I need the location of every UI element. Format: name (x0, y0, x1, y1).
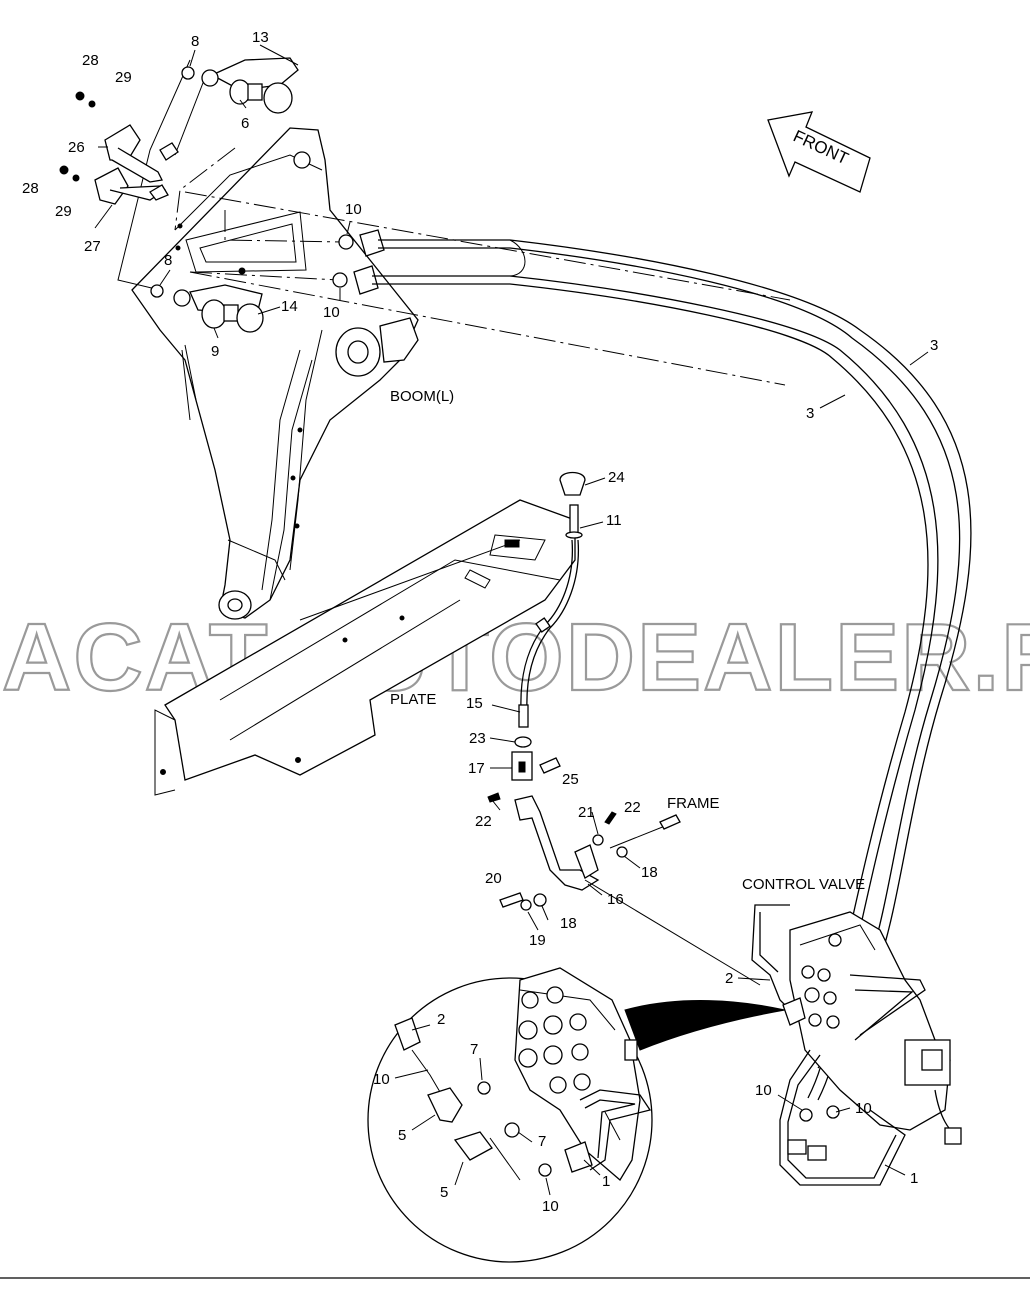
label-9: 9 (211, 343, 219, 360)
upper-fittings (59, 57, 791, 386)
label-16: 16 (607, 891, 624, 908)
label-1: 1 (602, 1173, 610, 1190)
label-10: 10 (855, 1100, 872, 1117)
label-13: 13 (252, 29, 269, 46)
plate (154, 499, 576, 796)
label-18: 18 (560, 915, 577, 932)
label-3: 3 (930, 337, 938, 354)
label-3: 3 (806, 405, 814, 422)
control-valve (751, 904, 962, 1186)
label-20: 20 (485, 870, 502, 887)
label-22: 22 (475, 813, 492, 830)
cable-assembly (487, 471, 586, 803)
leader-lines (94, 44, 929, 1196)
label-27: 27 (84, 238, 101, 255)
label-24: 24 (608, 469, 625, 486)
label-10: 10 (755, 1082, 772, 1099)
label-1: 1 (910, 1170, 918, 1187)
label-26: 26 (68, 139, 85, 156)
label-29: 29 (55, 203, 72, 220)
label-18: 18 (641, 864, 658, 881)
boom-label: BOOM(L) (390, 388, 454, 405)
label-28: 28 (22, 180, 39, 197)
label-28: 28 (82, 52, 99, 69)
label-25: 25 (562, 771, 579, 788)
label-10: 10 (373, 1071, 390, 1088)
label-5: 5 (440, 1184, 448, 1201)
label-6: 6 (241, 115, 249, 132)
label-29: 29 (115, 69, 132, 86)
boom-left (131, 127, 419, 620)
part-labels: 28 29 8 13 6 26 28 29 27 10 8 10 14 9 3 … (22, 29, 938, 1215)
label-8: 8 (164, 252, 172, 269)
watermark: ACAT.AUTODEALER.RU (2, 604, 1030, 711)
label-11: 11 (606, 512, 622, 529)
label-10: 10 (323, 304, 340, 321)
label-2: 2 (437, 1011, 445, 1028)
frame-bracket (499, 795, 761, 986)
label-7: 7 (470, 1041, 478, 1058)
label-22: 22 (624, 799, 641, 816)
label-10: 10 (345, 201, 362, 218)
frame-label: FRAME (667, 795, 720, 812)
label-21: 21 (578, 804, 595, 821)
label-19: 19 (529, 932, 546, 949)
control-valve-label: CONTROL VALVE (742, 876, 865, 893)
front-arrow-icon: FRONT (767, 111, 871, 193)
label-2: 2 (725, 970, 733, 987)
detail-view (367, 967, 786, 1263)
label-5: 5 (398, 1127, 406, 1144)
label-23: 23 (469, 730, 486, 747)
label-7: 7 (538, 1133, 546, 1150)
label-15: 15 (466, 695, 483, 712)
label-8: 8 (191, 33, 199, 50)
plate-label: PLATE (390, 691, 436, 708)
label-14: 14 (281, 298, 298, 315)
label-17: 17 (468, 760, 485, 777)
label-10: 10 (542, 1198, 559, 1215)
